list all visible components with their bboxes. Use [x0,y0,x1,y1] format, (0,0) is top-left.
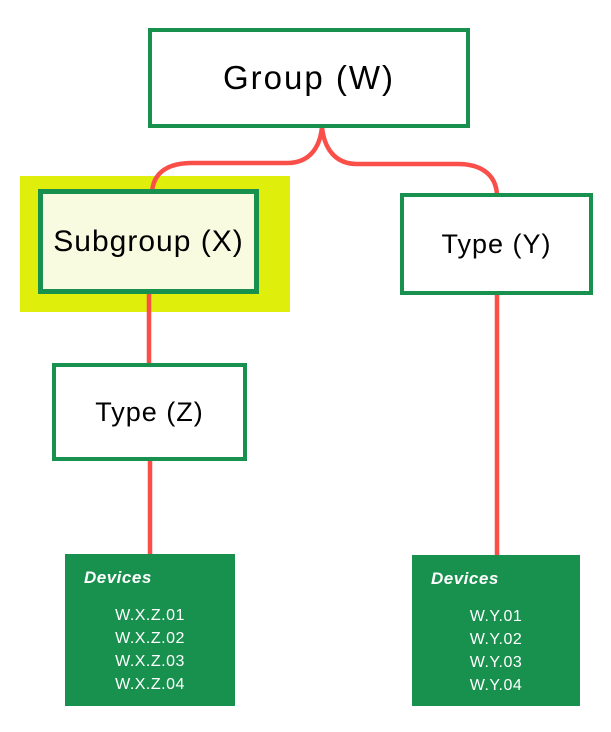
type-z-label: Type (Z) [95,396,204,427]
devices-left-box: Devices W.X.Z.01 W.X.Z.02 W.X.Z.03 W.X.Z… [65,554,235,706]
devices-right-list: W.Y.01 W.Y.02 W.Y.03 W.Y.04 [412,605,580,697]
type-y-label: Type (Y) [441,228,552,259]
group-w-node: Group (W) [148,28,470,128]
device-item: W.X.Z.01 [115,607,185,624]
devices-left-list: W.X.Z.01 W.X.Z.02 W.X.Z.03 W.X.Z.04 [65,604,235,696]
device-item: W.X.Z.03 [115,653,185,670]
type-y-node: Type (Y) [400,193,593,295]
devices-right-box: Devices W.Y.01 W.Y.02 W.Y.03 W.Y.04 [412,555,580,706]
type-z-node: Type (Z) [52,363,247,461]
devices-left-title: Devices [84,568,152,587]
group-w-label: Group (W) [222,59,395,96]
connector-root-to-type-y [319,124,500,198]
device-item: W.Y.03 [469,654,523,671]
subgroup-x-node: Subgroup (X) [38,189,259,294]
devices-right-title: Devices [431,569,499,588]
subgroup-x-label: Subgroup (X) [53,224,244,258]
device-item: W.Y.04 [469,677,523,694]
device-item: W.X.Z.04 [115,676,185,693]
device-item: W.X.Z.02 [115,630,185,647]
device-item: W.Y.02 [469,631,523,648]
device-item: W.Y.01 [469,608,523,625]
